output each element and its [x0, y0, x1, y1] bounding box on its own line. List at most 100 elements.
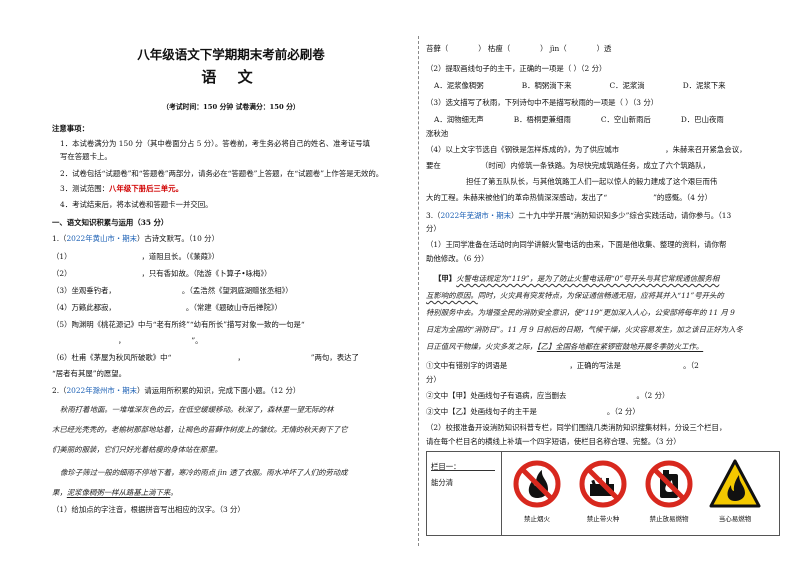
- q3-stem-cont: 分）: [426, 224, 441, 233]
- option-a[interactable]: A．泥浆像稠粥: [434, 81, 484, 90]
- q1-l3-text: （3）坐观垂钓者，: [52, 286, 116, 295]
- r1-c: ） jìn（: [540, 44, 567, 53]
- q1-l6-end: ”两句，表达了: [310, 353, 359, 362]
- note-3-range: 八年级下册后三单元。: [109, 184, 183, 193]
- q3-s3: ③文中【乙】处画线句子的主干是。（2 分）: [426, 407, 640, 417]
- right-column: 苔藓（ ） 枯瘦（ ） jìn（ ）透 （2）提取画线句子的主干，正确的一项是（ ）（…: [426, 0, 780, 566]
- note-3: 3．测试范围：八年级下册后三单元。: [60, 184, 183, 194]
- q3-s2: ②文中【甲】处画线句子有语病，应当删去。（2 分）: [426, 391, 669, 401]
- r1-a: 苔藓（: [426, 44, 449, 53]
- option-a[interactable]: A．润物细无声: [434, 115, 484, 124]
- exam-meta: （考试时间：150 分钟 试卷满分：150 分）: [162, 103, 300, 111]
- q2-sub-3: （3）选文描写了秋雨，下列诗句中不是描写秋雨的一项是（ ）（3 分）: [426, 98, 659, 107]
- q3-sub-2: （2）校报准备开设消防知识科普专栏，同学们围绕几类消防知识搜集材料，分设三个栏目…: [426, 423, 727, 432]
- q1-line-6-cont: “居者有其屋”的愿望。: [52, 369, 127, 378]
- sign-label-4: 当心易燃物: [718, 515, 752, 523]
- r7-a: （4）以上文字节选自《钢铁是怎样炼成的》，为了供应城市: [426, 145, 620, 154]
- q1-l5-end: ”。: [191, 336, 203, 345]
- note-1: 1．本试卷满分为 150 分（其中卷面分占 5 分）。答卷前，考生务必将自己的姓…: [60, 139, 371, 148]
- section-1-heading: 一、语文知识积累与运用（35 分）: [52, 218, 169, 227]
- q1-line-5: （5）陶渊明《桃花源记》中与“老有所终”“幼有所长”描写对象一致的一句是“: [52, 320, 361, 330]
- q3-material-5: 日正值风干物燥，火灾多发之际，【乙】全国各地都在紧锣密鼓地开展冬季防火工作。: [426, 342, 703, 352]
- jia-sentence-cont: 互影响的原因。: [426, 291, 478, 300]
- q3-material-1: 【甲】火警电话规定为“119”，是为了防止火警电话用“0”号开头与其它常规通信服…: [434, 274, 719, 284]
- q3-source: 2022年芜湖市・期末: [440, 211, 511, 220]
- r8-a: 要在: [426, 161, 441, 170]
- option-d-cont: 涨秋池: [426, 129, 449, 138]
- q1-line-2: （2），只有香如故。（陆游《卜算子•咏梅》）: [52, 269, 271, 279]
- q2-pinyin-line: 苔藓（ ） 枯瘦（ ） jìn（ ）透: [426, 44, 611, 54]
- q1-l2-text: ，只有香如故。（陆游《卜算子•咏梅》）: [141, 269, 272, 278]
- flammable-warning-sign-icon: [709, 459, 761, 508]
- q2-sub-4-line-3: 担任了第五队队长，与其他筑路工人们一起以惊人的毅力建成了这个艰巨而伟: [426, 177, 717, 187]
- note-4: 4．考试结束后，将本试卷和答题卡一并交回。: [60, 200, 213, 209]
- m5-text: 日正值风干物燥，火灾多发之际，: [426, 342, 537, 351]
- option-d[interactable]: D．巴山夜雨: [680, 115, 724, 124]
- option-c[interactable]: C．空山新雨后: [600, 115, 651, 124]
- sign-label-1: 禁止烟火: [524, 515, 550, 523]
- q2-sub-2-options: A．泥浆像稠粥 B．稠粥淌下来 C．泥浆淌 D．泥浆下来: [434, 81, 726, 91]
- q2-p5-end: 。: [170, 488, 178, 497]
- column-divider: [418, 36, 419, 546]
- subject-title: 语 文: [201, 68, 261, 86]
- q1-text: ）古诗文默写。（10 分）: [137, 234, 219, 243]
- r1-b: ） 枯瘦（: [478, 44, 511, 53]
- r7-b: ，朱赫来召开紧急会议，: [665, 145, 747, 154]
- q2-p5-start: 果，: [52, 488, 67, 497]
- q2-passage-4: 像珍子筛过一般的细雨不停地下着，寒冷的雨点 jìn 透了衣服。雨水冲坏了人们的劳…: [60, 468, 348, 477]
- column-blank[interactable]: [431, 470, 495, 471]
- q3-material-3: 特别服务中去。为增强全民的消防安全意识，使“119”更加深入人心，公安部将每年的…: [426, 308, 735, 317]
- q1-source: 2022年黄山市・期末: [66, 234, 137, 243]
- r9-b: 担任了第五队队长，与其他筑路工人们一起以惊人的毅力建成了这个艰巨而伟: [466, 177, 718, 186]
- note-1-cont: 写在答题卡上。: [60, 152, 112, 161]
- q1-line-6: （6）杜甫《茅屋为秋风所破歌》中“，”两句，表达了: [52, 353, 359, 363]
- notes-heading: 注意事项：: [52, 124, 89, 133]
- r10-b: ”的感慨。（4 分）: [653, 193, 713, 202]
- column-label: 栏目一：: [431, 462, 461, 471]
- mark-jia: 【甲】: [434, 274, 457, 283]
- option-b[interactable]: B．稠粥淌下来: [521, 81, 572, 90]
- no-fire-sign-icon: [513, 460, 561, 508]
- q2-text: ）请运用所积累的知识，完成下面小题。（12 分）: [137, 386, 301, 395]
- q2-source: 2022年滁州市・期末: [66, 386, 137, 395]
- q2-underlined-sentence: 泥浆像稠粥一样从路基上淌下来: [66, 488, 171, 497]
- q2-passage-1: 秋雨打着地面。一堆堆深灰色的云，在低空缓缓移动。秋深了，森林里一望无际的林: [60, 405, 334, 414]
- q3-material-2: 互影响的原因。同时，火灾具有突发特点，为保证通信畅通无阻，应将其并入“11”号开…: [426, 291, 724, 301]
- q1-l5-comma: ，: [118, 336, 126, 345]
- yi-sentence: 【乙】全国各地都在紧锣密鼓地开展冬季防火工作。: [536, 342, 704, 351]
- q1-line-1: （1），道阻且长。（《蒹葭》）: [52, 252, 219, 262]
- q3-stem: 3.（2022年芜湖市・期末）二十九中学开展“消防知识知多少”综合实践活动，请你…: [426, 211, 731, 221]
- column-label-cell: [427, 452, 502, 535]
- s1-text-b: ，正确的写法是: [569, 361, 622, 370]
- m2-text: 同时，火灾具有突发特点，为保证通信畅通无阻，应将其并入“11”号开头的: [477, 291, 724, 300]
- q2-sub-4-line-4: 大的工程。朱赫来被他们的革命热情深深感动，发出了“ ”的感慨。（4 分）: [426, 193, 712, 203]
- q3-sub-1: （1）王同学准备在活动时向同学讲解火警电话的由来，下面是他收集、整理的资料，请你…: [426, 240, 727, 249]
- q2-sub-3-options: A．润物细无声 B．梧桐更兼细雨 C．空山新雨后 D．巴山夜雨: [434, 115, 724, 125]
- s1-text: ①文中有错别字的词语是: [426, 361, 508, 370]
- q1-l5-text: （5）陶渊明《桃花源记》中与“老有所终”“幼有所长”描写对象一致的一句是“: [52, 320, 305, 329]
- s2-text-b: 。（2 分）: [636, 391, 670, 400]
- q1-l3-source: 。（孟浩然《望洞庭湖赠张丞相》）: [181, 286, 293, 295]
- jia-sentence: 火警电话规定为“119”，是为了防止火警电话用“0”号开头与其它常规通信服务相: [456, 274, 720, 283]
- q3-sub-1-cont: 助他修改。（6 分）: [426, 254, 489, 263]
- option-d[interactable]: D．泥浆下来: [682, 81, 726, 90]
- q1-l6-comma: ，: [237, 353, 245, 362]
- q2-passage-2: 木已经光秃秃的，老榆树那部地站着，让褐色的苔藓作树皮上的皱纹。无情的秋天剥下了它: [52, 425, 348, 434]
- option-c[interactable]: C．泥浆淌: [609, 81, 645, 90]
- option-b[interactable]: B．梧桐更兼细雨: [513, 115, 571, 124]
- q3-text: ）二十九中学开展“消防知识知多少”综合实践活动，请你参与。（13: [511, 211, 732, 220]
- q1-num: 1.（: [52, 234, 67, 243]
- r10-a: 大的工程。朱赫来被他们的革命热情深深感动，发出了“: [426, 193, 608, 202]
- note-2: 2．试卷包括“试题卷”和“答题卷”两部分，请务必在“答题卷”上答题，在“试题卷”…: [60, 169, 384, 178]
- q1-l4-source: 。（常建《题破山寺后禅院》）: [185, 303, 282, 312]
- r1-d: ）透: [596, 44, 612, 53]
- no-matches-sign-icon: [579, 460, 627, 508]
- left-column: 八年级语文下学期期末考前必刷卷 语 文 （考试时间：150 分钟 试卷满分：15…: [52, 0, 410, 566]
- q2-sub-2: （2）提取画线句子的主干，正确的一项是（ ）（2 分）: [426, 64, 607, 73]
- q3-material-4: 日定为全国的“消防日”。11 月 9 日前后的日期，气候干燥，火灾容易发生，加之…: [426, 325, 743, 334]
- q2-sub-4-line-2: 要在（时间）内修筑一条铁路。为尽快完成筑路任务，成立了六个筑路队，: [426, 161, 710, 171]
- q3-num: 3.（: [426, 211, 441, 220]
- q3-s1-cont: 分）: [426, 375, 441, 384]
- q2-passage-3: 们美丽的服装，它们只好光着枯瘦的身体站在那里。: [52, 445, 222, 454]
- column-fill-text: 能分清: [431, 478, 454, 487]
